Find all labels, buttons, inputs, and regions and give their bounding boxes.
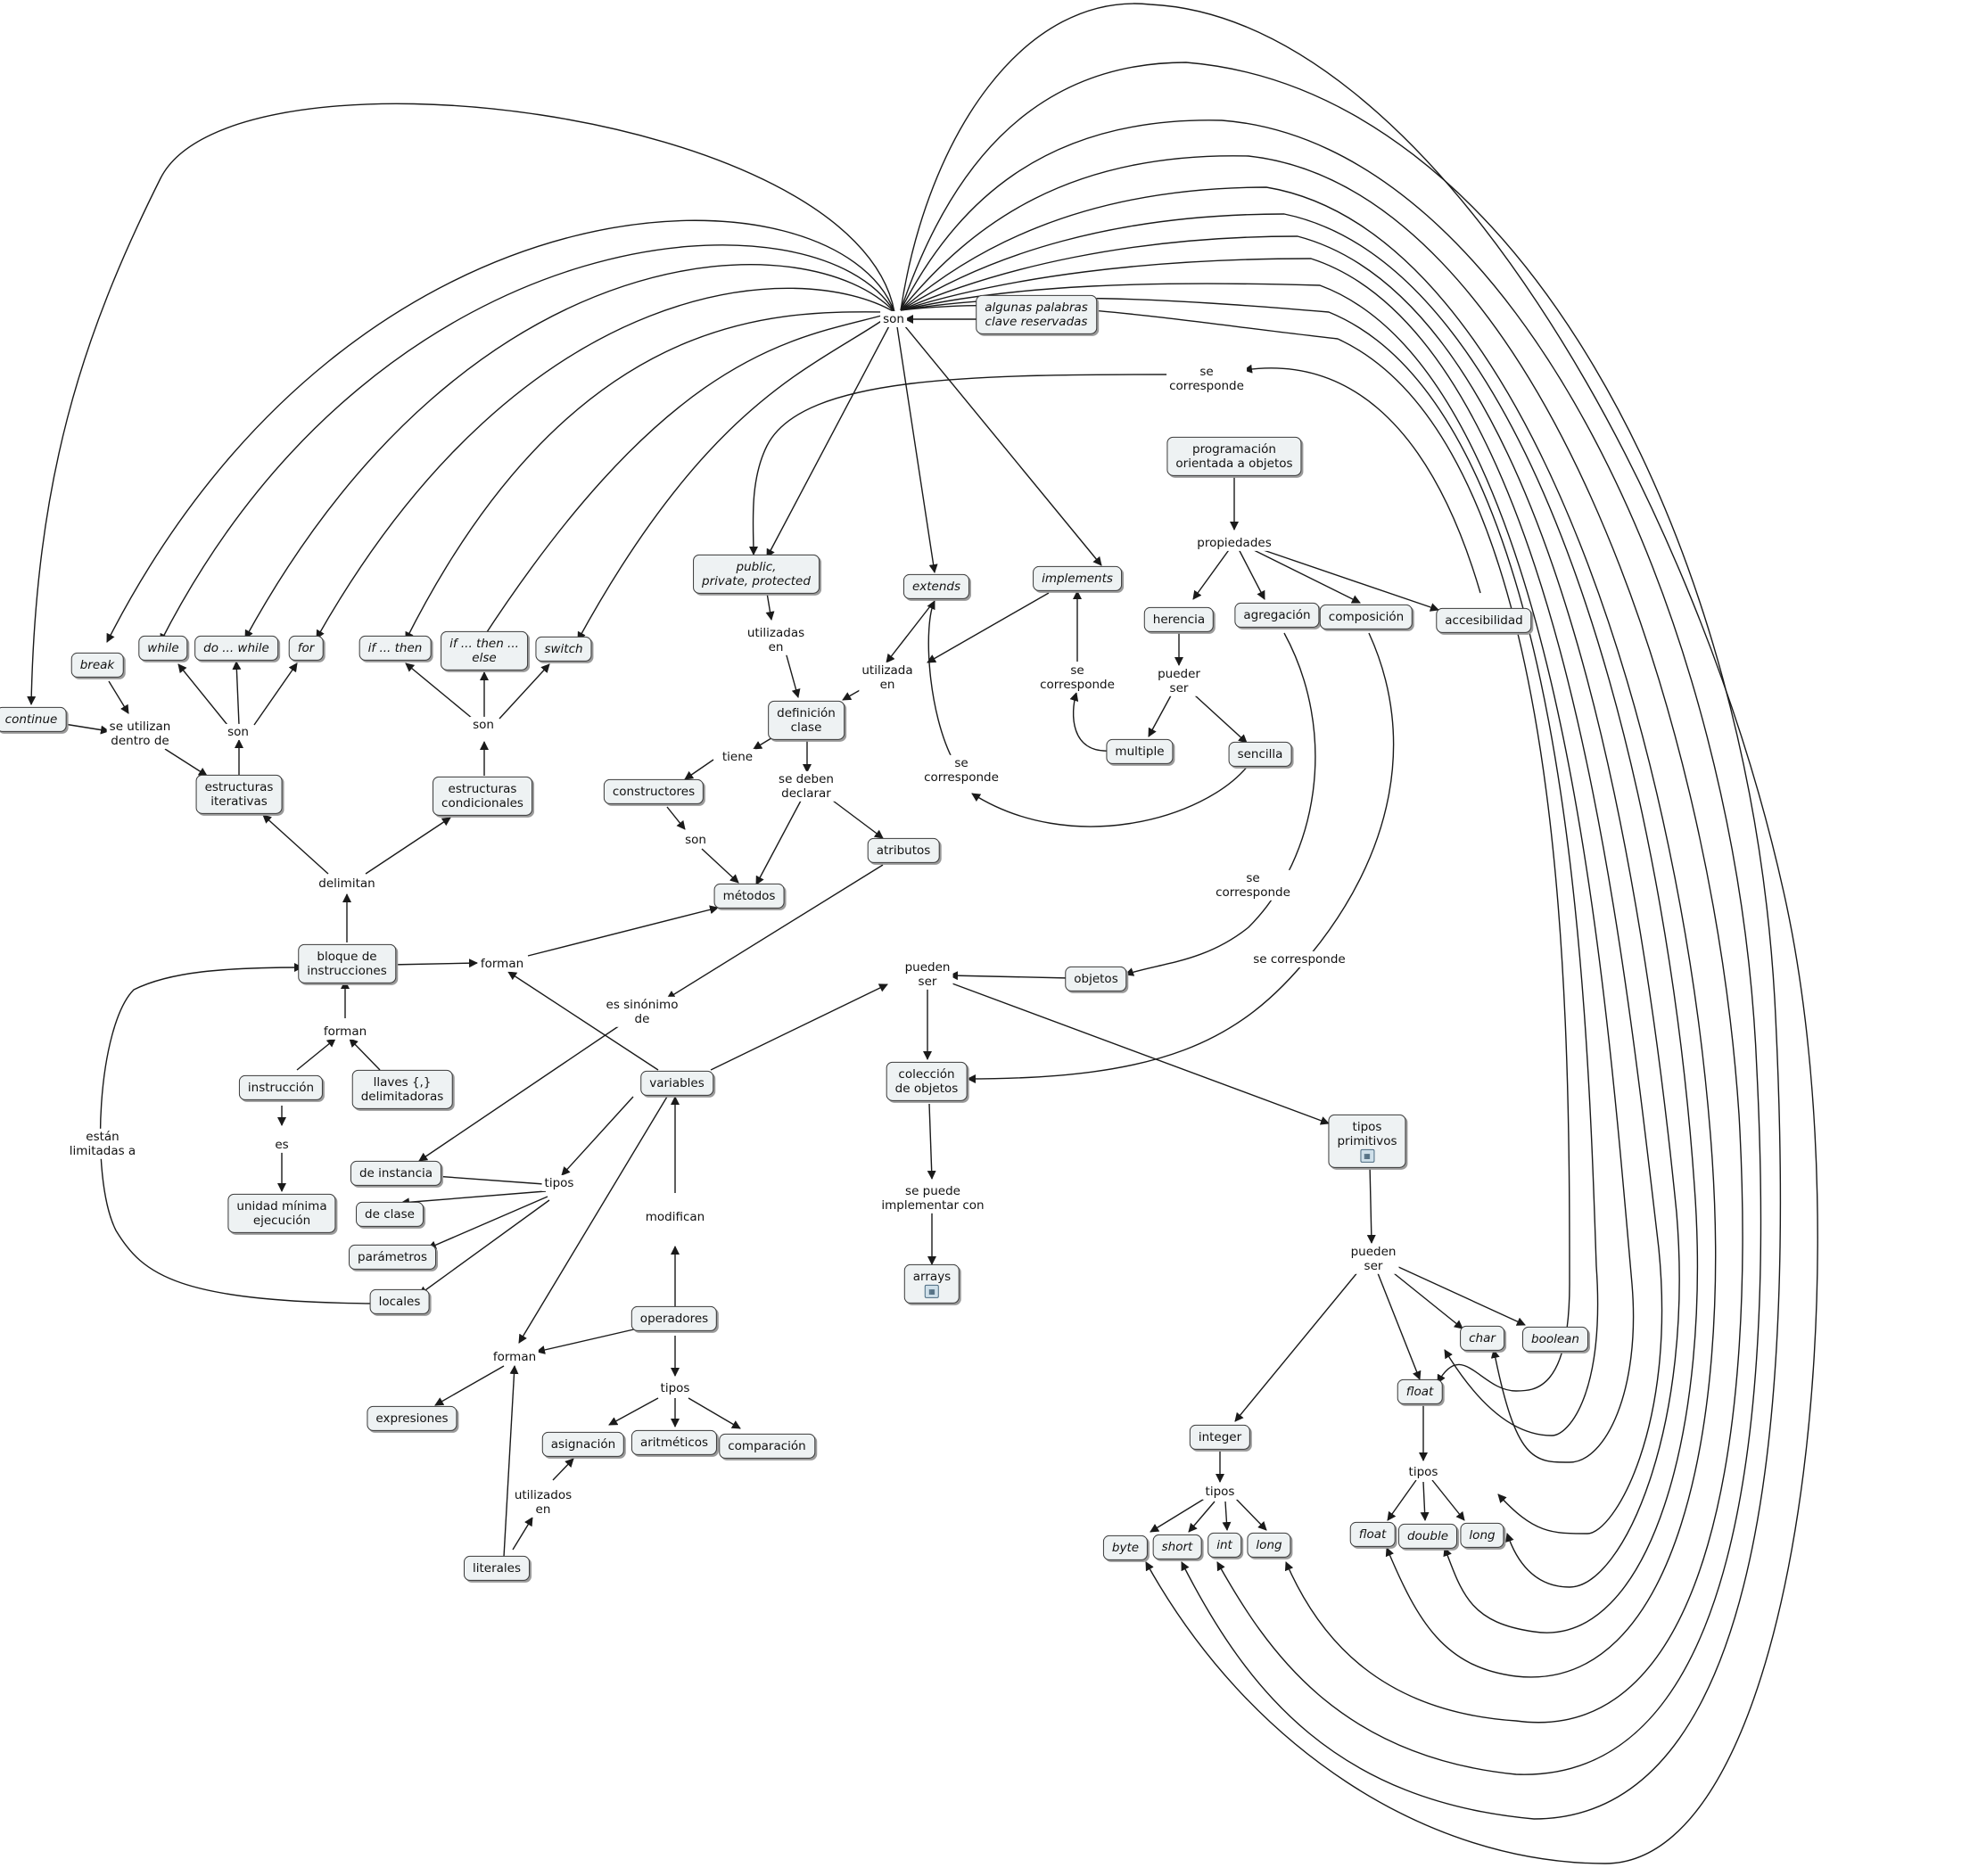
node-de-clase[interactable]: de clase — [356, 1201, 424, 1228]
node-instruccion[interactable]: instrucción — [238, 1074, 324, 1101]
node-literales[interactable]: literales — [463, 1555, 531, 1582]
link-son-main: son — [880, 310, 907, 328]
node-while[interactable]: while — [138, 635, 188, 662]
link-se-corresponde-impl: se corresponde — [1037, 662, 1117, 694]
node-multiple[interactable]: multiple — [1106, 738, 1174, 765]
node-if-then[interactable]: if ... then — [359, 635, 432, 662]
link-son-constructores: son — [682, 831, 709, 849]
node-extends[interactable]: extends — [902, 573, 970, 600]
node-byte[interactable]: byte — [1102, 1535, 1149, 1561]
node-agregacion[interactable]: agregación — [1234, 602, 1320, 629]
link-forman-bloque: forman — [320, 1023, 370, 1041]
node-short[interactable]: short — [1152, 1534, 1202, 1560]
node-coleccion-objetos[interactable]: colección de objetos — [886, 1061, 968, 1102]
link-tipos-variables: tipos — [541, 1174, 577, 1192]
node-long[interactable]: long — [1247, 1532, 1291, 1559]
link-pueder-ser: pueder ser — [1155, 665, 1203, 697]
node-float-type[interactable]: float — [1397, 1378, 1443, 1405]
node-double[interactable]: double — [1397, 1523, 1458, 1550]
node-sencilla[interactable]: sencilla — [1228, 741, 1292, 768]
node-continue[interactable]: continue — [0, 706, 67, 733]
node-locales[interactable]: locales — [369, 1288, 430, 1315]
node-atributos[interactable]: atributos — [867, 837, 940, 864]
attachment-icon[interactable]: ▦ — [925, 1285, 939, 1299]
link-se-corresponde-agr: se corresponde — [1213, 869, 1293, 901]
link-pueden-ser-objetos: pueden ser — [902, 959, 953, 991]
link-se-utilizan-dentro-de: se utilizan dentro de — [106, 718, 174, 750]
node-expresiones[interactable]: expresiones — [367, 1405, 457, 1432]
node-public-private-protected[interactable]: public, private, protected — [693, 554, 820, 595]
link-delimitan: delimitan — [316, 875, 378, 893]
link-tipos-float: tipos — [1405, 1463, 1441, 1481]
node-definicion-clase[interactable]: definición clase — [768, 700, 845, 741]
link-tipos-operadores: tipos — [657, 1379, 693, 1397]
node-tipos-primitivos[interactable]: tipos primitivos▦ — [1328, 1114, 1406, 1169]
node-llaves-delimitadoras[interactable]: llaves {,} delimitadoras — [351, 1069, 453, 1110]
node-herencia[interactable]: herencia — [1143, 606, 1215, 633]
link-utilizados-en: utilizados en — [511, 1486, 575, 1518]
node-arrays[interactable]: arrays▦ — [903, 1263, 960, 1304]
node-composicion[interactable]: composición — [1319, 604, 1413, 630]
node-for[interactable]: for — [288, 635, 324, 662]
link-tiene: tiene — [719, 748, 756, 766]
node-algunas-palabras-clave[interactable]: algunas palabras clave reservadas — [976, 294, 1097, 335]
node-do-while[interactable]: do ... while — [194, 635, 278, 662]
node-boolean[interactable]: boolean — [1522, 1326, 1588, 1353]
node-float-subtype[interactable]: float — [1349, 1521, 1396, 1548]
link-utilizada-en: utilizada en — [859, 662, 916, 694]
link-se-puede-implementar-con: se puede implementar con — [878, 1182, 987, 1214]
node-parametros[interactable]: parámetros — [349, 1244, 436, 1271]
node-comparacion[interactable]: comparación — [719, 1433, 815, 1460]
link-son-iterativas: son — [225, 723, 251, 741]
node-bloque-instrucciones[interactable]: bloque de instrucciones — [298, 943, 396, 984]
node-unidad-minima-ejecucion[interactable]: unidad mínima ejecución — [227, 1193, 336, 1234]
node-if-then-else[interactable]: if ... then ... else — [441, 630, 528, 671]
link-tipos-integer: tipos — [1202, 1483, 1238, 1501]
link-pueden-ser-primitivos: pueden ser — [1348, 1243, 1399, 1275]
link-propiedades: propiedades — [1194, 534, 1274, 552]
link-son-condicionales: son — [470, 716, 497, 734]
link-utilizadas-en: utilizadas en — [744, 624, 808, 656]
link-se-corresponde-top: se corresponde — [1166, 363, 1247, 395]
node-long-float[interactable]: long — [1460, 1522, 1504, 1549]
link-forman-expresiones: forman — [490, 1348, 540, 1366]
node-metodos[interactable]: métodos — [713, 883, 785, 909]
link-modifican: modifican — [642, 1208, 708, 1226]
link-es-sinonimo-de: es sinónimo de — [603, 996, 681, 1028]
node-constructores[interactable]: constructores — [603, 778, 705, 805]
link-se-corresponde-ext: se corresponde — [921, 754, 1001, 786]
attachment-icon[interactable]: ▦ — [1359, 1149, 1374, 1164]
node-objetos[interactable]: objetos — [1065, 966, 1127, 992]
node-estructuras-iterativas[interactable]: estructuras iterativas — [195, 774, 283, 815]
link-estan-limitadas-a: están limitadas a — [66, 1128, 139, 1160]
node-char[interactable]: char — [1460, 1325, 1504, 1352]
link-se-corresponde-comp: se corresponde — [1250, 950, 1348, 968]
node-estructuras-condicionales[interactable]: estructuras condicionales — [433, 776, 532, 817]
node-accesibilidad[interactable]: accesibilidad — [1436, 607, 1532, 634]
node-asignacion[interactable]: asignación — [541, 1431, 625, 1458]
tipos-primitivos-label: tipos primitivos — [1337, 1119, 1397, 1148]
node-operadores[interactable]: operadores — [630, 1305, 718, 1332]
node-variables[interactable]: variables — [640, 1070, 713, 1097]
link-forman-metodos: forman — [477, 955, 527, 973]
node-programacion-orientada-objetos[interactable]: programación orientada a objetos — [1166, 436, 1302, 477]
node-switch[interactable]: switch — [535, 636, 592, 662]
node-break[interactable]: break — [70, 652, 124, 679]
node-int[interactable]: int — [1207, 1532, 1241, 1559]
node-aritmeticos[interactable]: aritméticos — [630, 1429, 718, 1456]
node-implements[interactable]: implements — [1033, 565, 1122, 592]
link-es: es — [272, 1136, 292, 1154]
node-integer[interactable]: integer — [1189, 1424, 1251, 1451]
link-se-deben-declarar: se deben declarar — [776, 770, 837, 802]
node-de-instancia[interactable]: de instancia — [350, 1160, 442, 1187]
arrays-label: arrays — [912, 1269, 952, 1284]
